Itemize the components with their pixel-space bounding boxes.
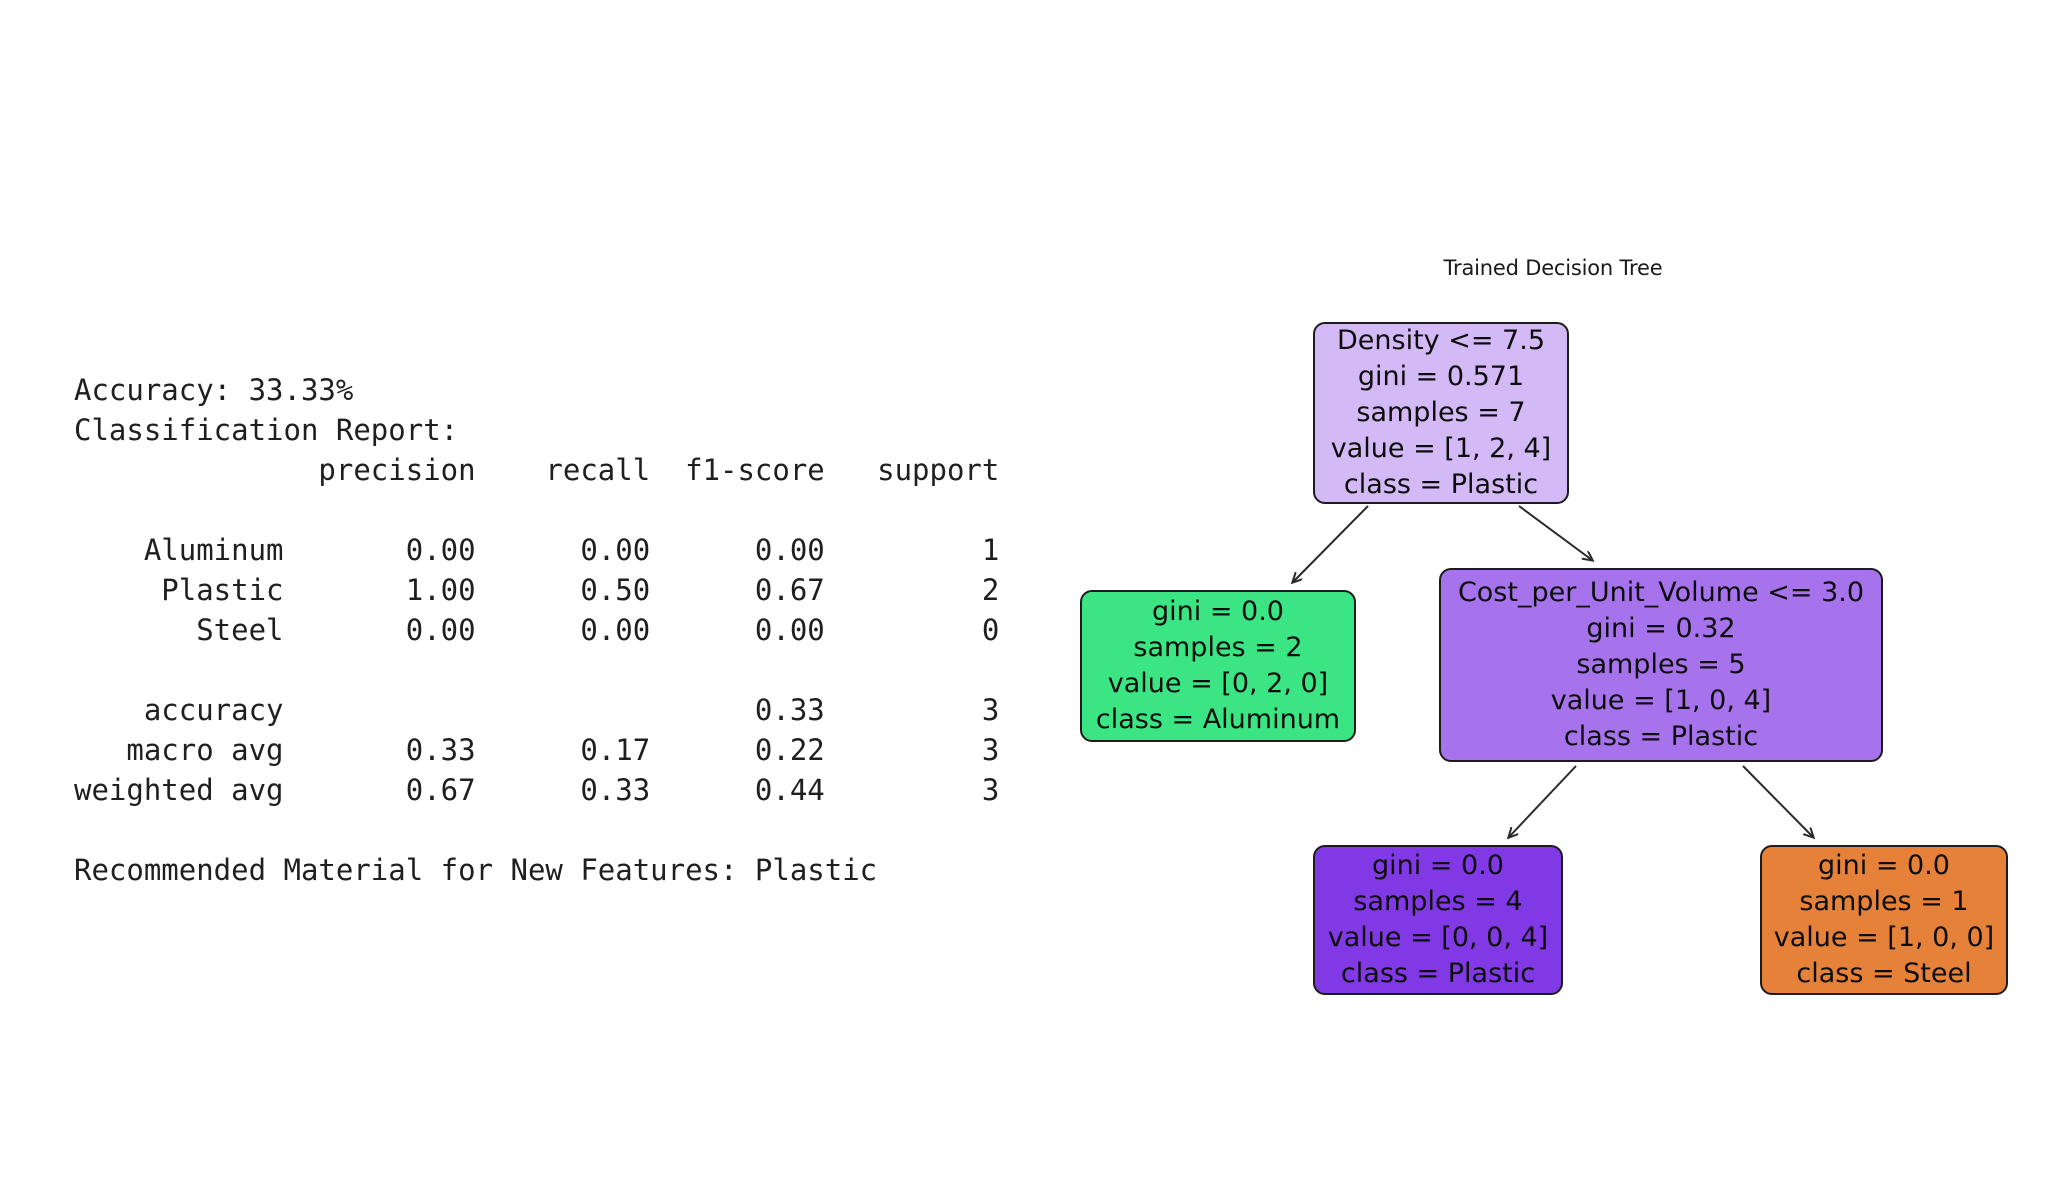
edge-split-to-steel-leaf xyxy=(1742,765,1813,837)
node-class: class = Plastic xyxy=(1563,721,1759,752)
node-gini: gini = 0.0 xyxy=(1152,596,1284,627)
tree-node-cost-split: Cost_per_Unit_Volume <= 3.0 gini = 0.32 … xyxy=(1439,568,1883,762)
tree-node-root-density-split: Density <= 7.5 gini = 0.571 samples = 7 … xyxy=(1313,322,1569,504)
classification-report-text: Accuracy: 33.33% Classification Report: … xyxy=(74,373,1000,887)
tree-node-leaf-plastic: gini = 0.0 samples = 4 value = [0, 0, 4]… xyxy=(1313,845,1563,995)
node-class: class = Plastic xyxy=(1343,469,1539,500)
node-split-condition: Density <= 7.5 xyxy=(1337,325,1545,356)
node-samples: samples = 2 xyxy=(1133,632,1303,663)
tree-node-leaf-steel: gini = 0.0 samples = 1 value = [1, 0, 0]… xyxy=(1760,845,2008,995)
node-value: value = [0, 0, 4] xyxy=(1327,922,1549,953)
edge-root-to-left-leaf xyxy=(1293,505,1369,582)
node-value: value = [1, 2, 4] xyxy=(1330,433,1552,464)
node-gini: gini = 0.32 xyxy=(1586,613,1736,644)
figure-title: Trained Decision Tree xyxy=(1443,256,1663,280)
node-split-condition: Cost_per_Unit_Volume <= 3.0 xyxy=(1457,577,1865,608)
node-value: value = [1, 0, 4] xyxy=(1550,685,1772,716)
node-gini: gini = 0.0 xyxy=(1372,850,1504,881)
edge-split-to-plastic-leaf xyxy=(1509,765,1577,837)
node-class: class = Steel xyxy=(1796,958,1972,989)
node-samples: samples = 7 xyxy=(1356,397,1526,428)
edge-root-to-right-split xyxy=(1518,505,1592,560)
node-samples: samples = 1 xyxy=(1799,886,1969,917)
node-samples: samples = 5 xyxy=(1576,649,1746,680)
node-class: class = Plastic xyxy=(1340,958,1536,989)
node-gini: gini = 0.0 xyxy=(1818,850,1950,881)
node-gini: gini = 0.571 xyxy=(1357,361,1525,392)
node-class: class = Aluminum xyxy=(1095,704,1341,735)
node-value: value = [1, 0, 0] xyxy=(1773,922,1995,953)
node-value: value = [0, 2, 0] xyxy=(1107,668,1329,699)
tree-node-leaf-aluminum: gini = 0.0 samples = 2 value = [0, 2, 0]… xyxy=(1080,590,1356,742)
node-samples: samples = 4 xyxy=(1353,886,1523,917)
